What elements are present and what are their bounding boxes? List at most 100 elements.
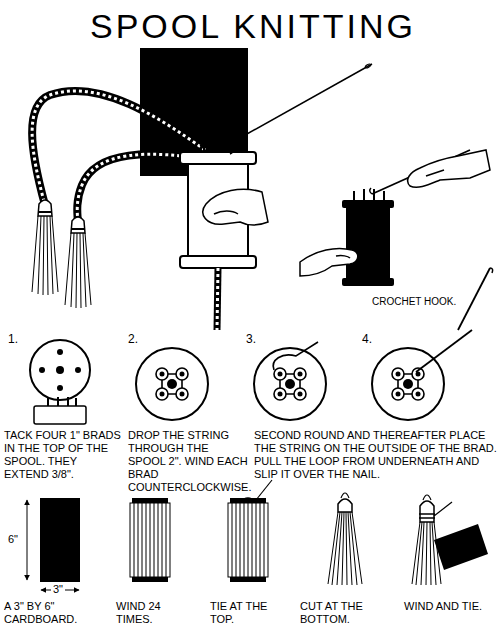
- spool-top-view-part: [396, 392, 401, 397]
- wind-and-tie-part-part: [419, 514, 435, 518]
- spool-top-view-part: [273, 342, 318, 400]
- braided-cord-part: [32, 91, 205, 205]
- spool-top-view-part: [75, 367, 81, 373]
- hand-part: [300, 249, 358, 277]
- spool-top-view-part-part: [162, 374, 182, 394]
- part-label: CROCHET HOOK.: [372, 296, 472, 308]
- knitted-cord: [217, 268, 218, 330]
- cut-tassel-part: [328, 512, 362, 585]
- step-caption: TIE AT THE TOP.: [210, 600, 294, 626]
- wind-and-tie: [412, 495, 488, 585]
- hand-part: [203, 189, 268, 225]
- spool-top-view: [30, 340, 90, 400]
- step-caption: WIND AND TIE.: [404, 600, 498, 613]
- needle-part: [222, 64, 372, 148]
- spool-top-view-part: [30, 340, 90, 400]
- spool-top-view-part-part: [274, 368, 286, 380]
- dimension-label: 6": [6, 533, 20, 546]
- step-caption: CUT AT THE BOTTOM.: [300, 600, 398, 626]
- step-caption: TACK FOUR 1" BRADS IN THE TOP OF THE SPO…: [4, 429, 124, 481]
- spool-top-view-part: [254, 348, 326, 420]
- spool-top-view-part: [39, 367, 45, 373]
- spool-top-view-part-part: [280, 374, 300, 394]
- spool-top-view: [372, 330, 472, 420]
- braided-cord-part: [32, 91, 205, 205]
- hand: [203, 189, 268, 225]
- hand: [300, 249, 358, 277]
- spool-top-view-part-part: [412, 388, 424, 400]
- wound-card: [130, 498, 170, 582]
- spool-top-view-part: [167, 379, 177, 389]
- spool-top-view-part: [180, 392, 185, 397]
- tied-card-part: [240, 498, 256, 502]
- needle: [222, 63, 372, 148]
- crochet-hook-part: [490, 268, 493, 273]
- tied-card-part: [228, 503, 268, 577]
- hand-part: [336, 256, 350, 258]
- step-number: 2.: [128, 332, 152, 346]
- tassel-part: [38, 211, 52, 213]
- cut-tassel-part: [341, 493, 349, 498]
- dimension-line-part: [27, 500, 28, 580]
- spool-top-view-part-part: [398, 374, 418, 394]
- spool-top-view-part: [403, 379, 413, 389]
- tassel: [32, 200, 58, 295]
- step-caption: WIND 24 TIMES.: [116, 600, 200, 626]
- spool-top-view-part: [57, 385, 63, 391]
- spool-top-view-part-part: [294, 368, 306, 380]
- spool-top-view-part-part: [156, 368, 168, 380]
- spool-top-view-part-part: [273, 342, 318, 370]
- step-caption: A 3" BY 6" CARDBOARD.: [4, 600, 110, 626]
- wind-and-tie-part-part: [434, 502, 452, 516]
- cut-tassel: [328, 493, 362, 585]
- tied-card-part: [232, 503, 264, 577]
- wind-and-tie-part: [434, 524, 488, 570]
- step-number: 1.: [8, 332, 32, 346]
- tied-card-part: [256, 480, 272, 500]
- spool-top-view: [136, 348, 208, 420]
- spool-top-view-part-part: [392, 368, 404, 380]
- spool-top-view-part: [136, 348, 208, 420]
- cut-tassel-part: [338, 499, 352, 512]
- wind-and-tie-part-part: [423, 495, 431, 500]
- black-spool-part: [342, 278, 394, 286]
- spool-top-view-part: [180, 372, 185, 377]
- hand-part: [408, 150, 490, 187]
- spool-top-view-part: [278, 372, 283, 377]
- wound-card-part: [130, 503, 170, 577]
- black-spool-part: [346, 206, 390, 280]
- spool-top-view-part: [160, 372, 165, 377]
- step-caption: DROP THE STRING THROUGH THE SPOOL 2". WI…: [128, 429, 248, 494]
- tied-card: [228, 480, 272, 582]
- spool-top-view-part: [56, 366, 64, 374]
- step-caption: SECOND ROUND AND THEREAFTER PLACE THE ST…: [254, 429, 498, 481]
- spool-top-view-part: [57, 349, 63, 355]
- tassel-part: [32, 216, 58, 295]
- spool-top-view-part: [298, 392, 303, 397]
- spool-top-view-part: [396, 372, 401, 377]
- step-number: 3.: [246, 332, 270, 346]
- knitted-cord-part: [217, 268, 218, 330]
- cardboard: [40, 498, 80, 582]
- spool-top-view-part: [156, 368, 188, 400]
- tassel: [65, 217, 91, 308]
- hand: [408, 150, 490, 187]
- spool-top-view-part: [416, 330, 472, 372]
- tassel-part: [71, 217, 85, 233]
- dimension-label: 3": [51, 583, 65, 596]
- crochet-hook: [458, 268, 493, 330]
- spool-top-view-part-part: [392, 388, 404, 400]
- spool-top-view-part: [278, 392, 283, 397]
- step-number: 4.: [362, 332, 386, 346]
- spool-top-view-part: [298, 372, 303, 377]
- spool-top-view-part-part: [176, 388, 188, 400]
- spool-top-view-part: [416, 392, 421, 397]
- spool-top-view-part-part: [274, 388, 286, 400]
- dimension-line: [27, 500, 79, 590]
- spool-top-view: [254, 342, 326, 420]
- wind-and-tie-part-part: [420, 501, 434, 522]
- hand-part: [214, 211, 238, 214]
- crochet-hook-in-use-part: [370, 188, 372, 194]
